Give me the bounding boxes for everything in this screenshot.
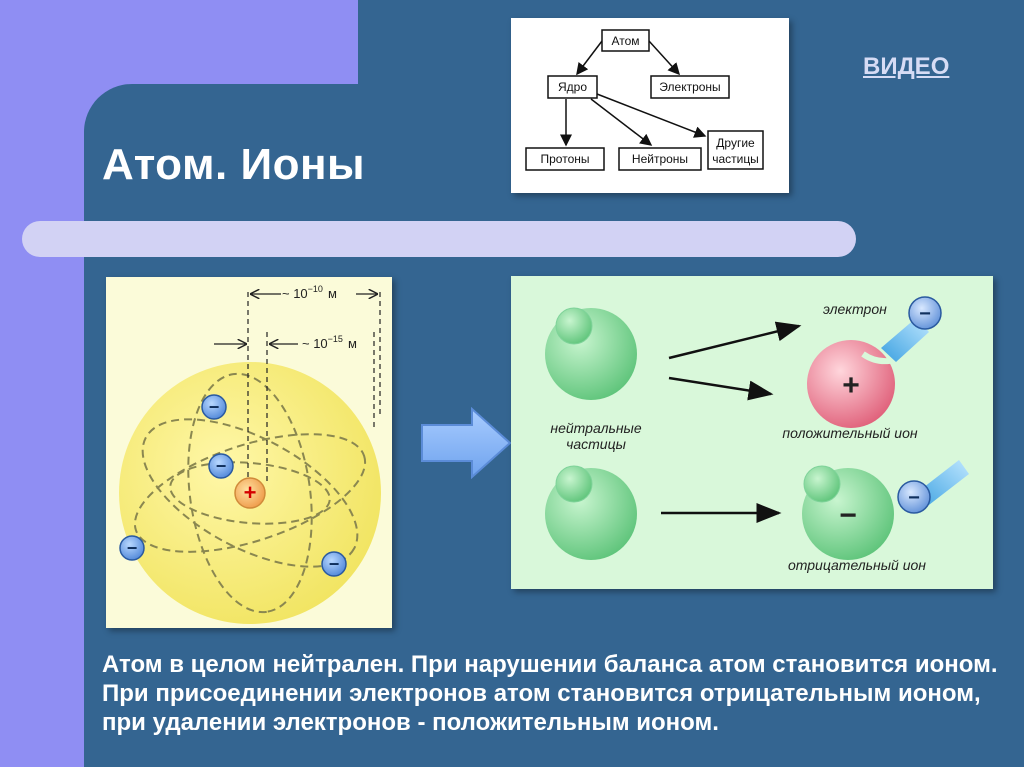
tree-label-neutrons: Нейтроны: [632, 152, 688, 166]
neutral-particle: [545, 307, 637, 400]
positive-ion-label: положительный ион: [782, 425, 917, 441]
neutral-particle: [545, 465, 637, 560]
transition-arrow-icon: [421, 407, 512, 479]
svg-text:−: −: [209, 397, 220, 417]
tree-node-protons-box: [525, 147, 605, 171]
electron-orbit: [141, 418, 359, 568]
slide-title: Атом. Ионы: [102, 140, 366, 189]
slide-body-text: Атом в целом нейтрален. При нарушении ба…: [102, 651, 998, 736]
tree-label-protons: Протоны: [541, 152, 590, 166]
svg-text:−: −: [908, 487, 920, 509]
tree-node-neutrons-box: [618, 147, 702, 171]
electron-orbit: [187, 372, 313, 614]
svg-text:−: −: [127, 538, 138, 558]
tree-label-other-line1: Другие: [716, 136, 755, 150]
svg-text:−: −: [919, 303, 931, 325]
neutral-particles-label-line1: нейтральные: [550, 420, 641, 436]
tree-node-atom-box: [601, 29, 650, 52]
tree-arrow: [596, 93, 707, 138]
tree-label-electrons: Электроны: [659, 80, 720, 94]
svg-text:−: −: [216, 456, 227, 476]
tree-node-other-box: [707, 130, 764, 170]
neutral-particles-label-line2: частицы: [566, 436, 626, 452]
nucleus-plus-sign: +: [244, 480, 257, 505]
tree-arrow: [590, 98, 653, 146]
negative-ion-label: отрицательный ион: [788, 557, 926, 573]
electron-orbit: [133, 433, 367, 553]
title-divider-bar: [22, 221, 856, 257]
electron: −: [119, 535, 145, 561]
svg-text:−: −: [839, 499, 857, 532]
electron-orbit: [169, 461, 331, 525]
tree-label-other-line2: частицы: [712, 152, 759, 166]
atom-structure-diagram: Атом Ядро Электроны Протоны Нейтроны Дру…: [511, 18, 789, 193]
ion-formation-diagram: нейтральные частицы электрон + − положит…: [511, 276, 993, 589]
tree-node-electrons-box: [650, 75, 730, 99]
departing-electron: −: [881, 296, 942, 362]
tree-arrow: [648, 40, 681, 76]
svg-text:−: −: [329, 554, 340, 574]
electron: −: [201, 394, 227, 420]
negative-ion: −: [802, 465, 894, 560]
process-arrow: [668, 321, 802, 360]
process-arrow: [668, 376, 774, 401]
nucleus: [234, 477, 266, 509]
electron: −: [321, 551, 347, 577]
electron: −: [208, 453, 234, 479]
tree-node-nucleus-box: [547, 75, 598, 99]
video-link[interactable]: ВИДЕО: [863, 53, 950, 80]
svg-text:+: +: [842, 369, 860, 402]
electron-label: электрон: [823, 301, 887, 317]
tree-label-atom: Атом: [611, 34, 639, 48]
tree-arrow: [576, 40, 603, 76]
tree-label-nucleus: Ядро: [558, 80, 587, 94]
positive-ion: +: [807, 340, 896, 428]
attached-electron: −: [897, 460, 969, 514]
